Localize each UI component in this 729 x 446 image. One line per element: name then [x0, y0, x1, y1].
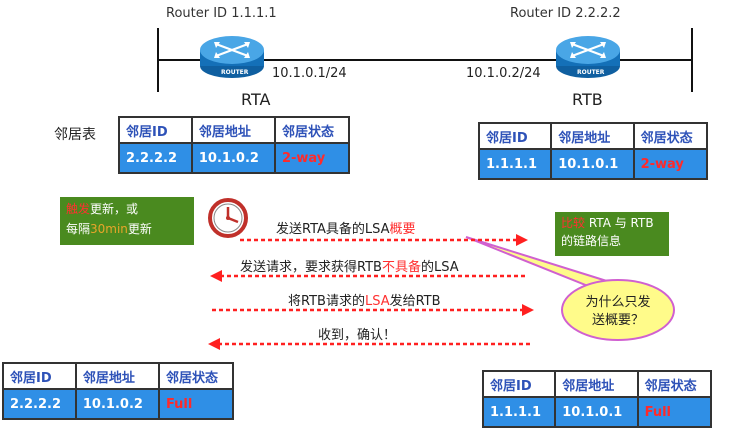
cell-neighbor-address: 10.1.0.2 [74, 388, 160, 420]
col-neighbor-state: 邻居状态 [636, 370, 713, 398]
message-3: 将RTB请求的LSA发给RTB [288, 294, 441, 309]
rtb-router-id: Router ID 2.2.2.2 [510, 6, 621, 21]
arrowhead-m2 [210, 270, 222, 282]
cell-neighbor-state: Full [157, 388, 235, 420]
cell-neighbor-id: 1.1.1.1 [481, 396, 557, 428]
cell-neighbor-state: 2-way [632, 148, 709, 180]
arrowhead-m3 [522, 304, 534, 316]
rtb-name: RTB [572, 90, 603, 109]
col-neighbor-address: 邻居地址 [554, 370, 639, 398]
compare-highlight: 比较 [561, 216, 586, 230]
compare-text-1: RTA 与 RTB [585, 216, 654, 230]
rta-neighbor-table-full: 邻居ID 邻居地址 邻居状态 2.2.2.2 10.1.0.2 Full [2, 362, 235, 420]
cell-neighbor-address: 10.1.0.2 [190, 142, 276, 174]
interval-highlight: 30min [90, 222, 128, 236]
rta-router-id: Router ID 1.1.1.1 [166, 6, 277, 21]
col-neighbor-state: 邻居状态 [273, 116, 351, 144]
rta-badge: ROUTER [221, 69, 249, 76]
message-4: 收到，确认！ [318, 328, 397, 343]
cell-neighbor-address: 10.1.0.1 [550, 148, 635, 180]
callout-line-2: 送概要？ [591, 313, 644, 328]
rtb-badge: ROUTER [577, 69, 605, 76]
rtb-neighbor-table-full: 邻居ID 邻居地址 邻居状态 1.1.1.1 10.1.0.1 Full [481, 370, 713, 428]
cell-neighbor-address: 10.1.0.1 [554, 396, 639, 428]
interval-prefix: 每隔 [66, 222, 91, 236]
col-neighbor-id: 邻居ID [481, 370, 557, 398]
col-neighbor-id: 邻居ID [118, 116, 193, 144]
rta-name: RTA [241, 90, 271, 109]
col-neighbor-id: 邻居ID [2, 362, 77, 390]
message-1: 发送RTA具备的LSA概要 [276, 222, 416, 237]
arrowhead-m1 [516, 234, 528, 246]
cell-neighbor-id: 2.2.2.2 [118, 142, 193, 174]
message-2: 发送请求，要求获得RTB不具备的LSA [240, 260, 459, 275]
rtb-ip: 10.1.0.2/24 [466, 66, 541, 81]
cell-neighbor-state: Full [636, 396, 713, 428]
interval-suffix: 更新 [127, 222, 152, 236]
arrowhead-m4 [208, 338, 220, 350]
compare-note: 比较 RTA 与 RTB 的链路信息 [555, 212, 669, 256]
router-icon-rta [200, 36, 264, 78]
col-neighbor-state: 邻居状态 [632, 122, 709, 150]
col-neighbor-state: 邻居状态 [157, 362, 235, 390]
callout-text: 为什么只发 送概要？ [568, 294, 668, 330]
callout-line-1: 为什么只发 [585, 295, 651, 310]
compare-text-2: 的链路信息 [561, 234, 622, 248]
col-neighbor-address: 邻居地址 [74, 362, 160, 390]
col-neighbor-address: 邻居地址 [190, 116, 276, 144]
rta-ip: 10.1.0.1/24 [272, 66, 347, 81]
cell-neighbor-id: 1.1.1.1 [477, 148, 553, 180]
trigger-text: 更新，或 [90, 202, 139, 216]
col-neighbor-id: 邻居ID [477, 122, 553, 150]
trigger-highlight: 触发 [66, 202, 91, 216]
rtb-neighbor-table: 邻居ID 邻居地址 邻居状态 1.1.1.1 10.1.0.1 2-way [477, 122, 709, 180]
col-neighbor-address: 邻居地址 [550, 122, 635, 150]
clock-icon [208, 198, 248, 238]
callout-bubble [465, 236, 675, 341]
cell-neighbor-id: 2.2.2.2 [2, 388, 77, 420]
trigger-update-note: 触发更新，或 每隔30min更新 [60, 197, 194, 245]
router-icon-rtb [556, 36, 620, 78]
cell-neighbor-state: 2-way [273, 142, 351, 174]
neighbor-table-label: 邻居表 [54, 127, 96, 143]
rta-neighbor-table: 邻居ID 邻居地址 邻居状态 2.2.2.2 10.1.0.2 2-way [118, 116, 351, 174]
